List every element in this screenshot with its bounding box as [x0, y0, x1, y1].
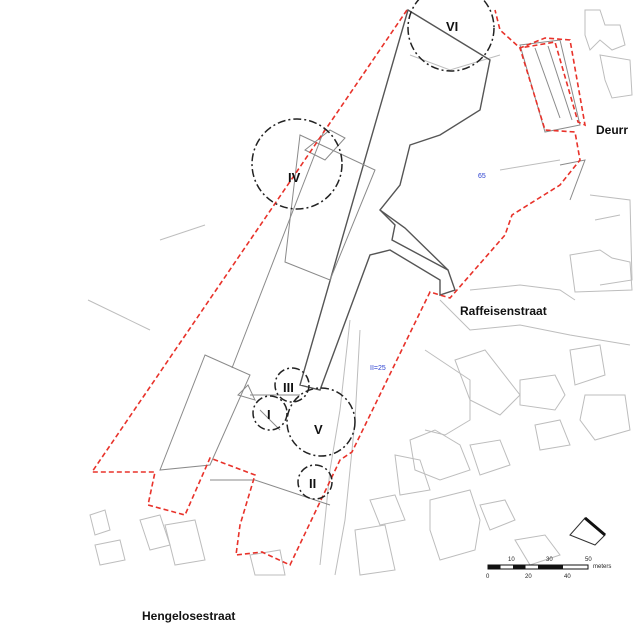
- scale-tick-10: 10: [508, 557, 515, 563]
- street-label-hengelosestraat: Hengelosestraat: [142, 609, 235, 623]
- buildings: [159, 8, 586, 471]
- scale-tick-30: 30: [546, 557, 553, 563]
- area-label-i: I: [267, 407, 271, 422]
- site-boundary: [90, 9, 587, 567]
- area-circle-iii: [274, 367, 310, 403]
- scale-bar: 10 30 50 0 20 40 meters: [486, 557, 611, 580]
- area-label-iv: IV: [288, 170, 301, 185]
- area-label-v: V: [314, 422, 323, 437]
- street-label-deurningerstraat: Deurr: [596, 123, 628, 137]
- site-inner-lines: [210, 127, 331, 506]
- area-label-ii: II: [309, 476, 316, 491]
- area-circle-vi: [407, 0, 495, 72]
- street-label-raffeisenstraat: Raffeisenstraat: [460, 304, 547, 318]
- parcel-label-top: 65: [478, 173, 486, 180]
- north-arrow-icon: [569, 516, 606, 546]
- scale-tick-50: 50: [585, 557, 592, 563]
- scale-tick-0: 0: [486, 574, 490, 580]
- area-circle-i: [252, 395, 288, 431]
- area-label-vi: VI: [446, 19, 458, 34]
- area-label-iii: III: [283, 380, 294, 395]
- scale-tick-20: 20: [525, 574, 532, 580]
- area-circle-iv: [251, 118, 343, 210]
- parcel-label-middle: II=25: [370, 365, 386, 372]
- area-circle-v: [286, 387, 356, 457]
- area-circle-ii: [297, 464, 333, 500]
- scale-unit: meters: [593, 564, 611, 570]
- context-lines: [87, 9, 633, 576]
- scale-tick-40: 40: [564, 574, 571, 580]
- area-circles: [251, 0, 495, 500]
